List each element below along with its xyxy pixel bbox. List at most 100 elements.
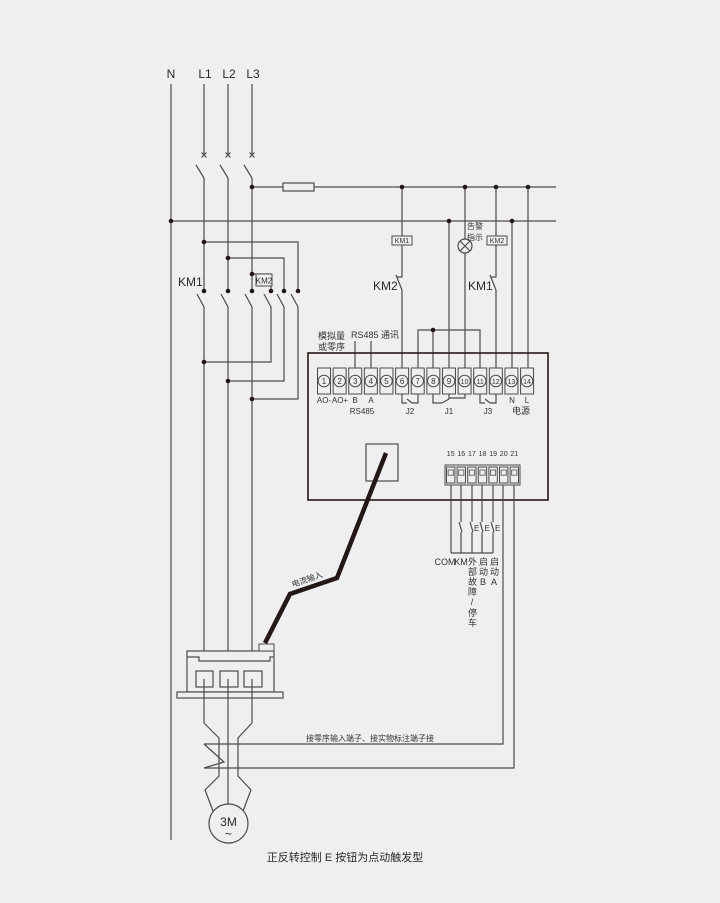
alarm-lamp-label-1: 告警 <box>467 221 483 231</box>
km1-coil-label: KM1 <box>395 238 410 245</box>
start-b-label: 启动B <box>478 557 488 588</box>
terminal-number: 12 <box>492 379 500 386</box>
circuit-breaker <box>195 84 255 179</box>
terminal-10: 10 <box>457 367 472 395</box>
terminal-17: 17 <box>467 451 477 484</box>
km2-coil-box <box>486 235 508 246</box>
motor-lead-u <box>203 722 220 812</box>
external-input-wiring <box>450 485 495 554</box>
terminal-number: 16 <box>457 451 465 458</box>
terminal-number: 13 <box>508 379 516 386</box>
km2-interlock-label: KM2 <box>373 279 398 293</box>
km2-interlock-top <box>397 245 403 278</box>
start-a-label: 启动A <box>489 557 499 588</box>
current-input-port <box>365 443 399 482</box>
terminal-7: 7 <box>410 367 425 395</box>
terminal-12: 12 <box>488 367 503 395</box>
terminal-number: 19 <box>489 451 497 458</box>
terminal-2: 2 <box>332 367 347 395</box>
km1-interlock-label: KM1 <box>468 279 493 293</box>
bus-label-l3: L3 <box>246 67 260 81</box>
relay-j3-label: J3 <box>484 407 493 416</box>
terminal-label-b: B <box>352 396 357 405</box>
junction-dots <box>168 184 531 402</box>
km1-main-label: KM1 <box>178 275 203 289</box>
com-label: COM <box>435 557 456 567</box>
km2-coil-label: KM2 <box>490 238 505 245</box>
km2-out-2 <box>228 307 285 382</box>
terminal-number: 18 <box>479 451 487 458</box>
current-input-cable <box>262 452 389 645</box>
terminal-9: 9 <box>441 367 456 395</box>
current-transformer <box>176 643 284 723</box>
terminal-21: 21 <box>509 451 520 484</box>
terminal-number: 1 <box>322 377 327 386</box>
terminal-screw-icon <box>458 469 465 476</box>
terminal-number: 21 <box>510 451 518 458</box>
terminal-label-ao-minus: AO- <box>317 396 332 405</box>
bus-label-l1: L1 <box>198 67 212 81</box>
diagram-caption: 正反转控制 E 按钮为点动触发型 <box>267 850 423 864</box>
terminal-screw-icon <box>348 374 362 388</box>
rs485-label: RS485 <box>350 407 375 416</box>
terminal-number: 2 <box>337 377 342 386</box>
km2-main-label: KM2 <box>256 277 273 286</box>
motor-label: 3M <box>220 815 237 829</box>
bus-label-n: N <box>167 67 176 81</box>
terminal-screw-icon <box>473 374 487 388</box>
ext-fault-stop-label: 外部故障/停车 <box>467 557 477 628</box>
km2-out-1 <box>204 307 272 363</box>
terminal-screw-icon <box>468 469 475 476</box>
terminal-screw-icon <box>447 469 454 476</box>
terminal-8: 8 <box>426 367 441 395</box>
terminal-label-a: A <box>368 396 374 405</box>
breaker-x-mark-icon <box>201 152 255 158</box>
terminal-11: 11 <box>473 367 488 395</box>
terminal-number: 17 <box>468 451 476 458</box>
terminal-screw-icon <box>427 374 440 388</box>
rs485-comm-note: RS485 通讯 <box>351 330 399 340</box>
terminal-screw-icon <box>520 374 534 388</box>
terminal-label-ao-plus: AO+ <box>332 396 349 405</box>
km2-main-label-box <box>255 273 273 287</box>
ct-window-l2 <box>219 670 239 688</box>
pushbutton-e-mark: E <box>495 524 500 533</box>
terminal-number: 10 <box>461 379 469 386</box>
terminal-number: 20 <box>500 451 508 458</box>
analog-note-2: 或零序 <box>318 341 345 352</box>
km1-interlock-blade <box>489 274 497 291</box>
terminal-screw-icon <box>458 374 471 388</box>
terminal-screw-icon <box>442 374 456 388</box>
terminal-1: 1 <box>317 367 331 395</box>
zero-seq-lead-21 <box>204 485 515 769</box>
pushbutton-e-mark: E <box>485 524 490 533</box>
fuse-icon <box>282 182 315 192</box>
bus-label-l2: L2 <box>222 67 236 81</box>
terminal-label-n: N <box>509 396 515 405</box>
terminal-screw-icon <box>411 374 425 388</box>
km2-feed-l1 <box>204 241 299 291</box>
terminal-screw-icon <box>511 469 518 476</box>
terminal-screw-icon <box>490 469 497 476</box>
relay-j2-icon <box>401 394 419 404</box>
terminal-19: 19 <box>488 451 498 484</box>
terminal-number: 7 <box>415 377 420 386</box>
terminal-screw-icon <box>479 469 486 476</box>
zero-sequence-note: 接零序输入端子、接实物标注端子接 <box>306 733 434 743</box>
terminal-label-l: L <box>525 396 530 405</box>
relay-j3-icon <box>479 394 497 404</box>
motor-ac-symbol: ~ <box>225 827 232 841</box>
terminal-number: 14 <box>523 379 531 386</box>
relay-j1-label: J1 <box>445 407 454 416</box>
terminal-18: 18 <box>477 451 488 484</box>
relay-common-bridge <box>417 329 481 368</box>
km-feedback-label: KM <box>454 557 468 567</box>
terminal-number: 8 <box>431 377 436 386</box>
terminal-number: 5 <box>384 377 389 386</box>
terminal-number: 11 <box>477 379 484 386</box>
km2-feed-l2 <box>228 257 285 291</box>
motor-lead-w <box>237 722 253 812</box>
